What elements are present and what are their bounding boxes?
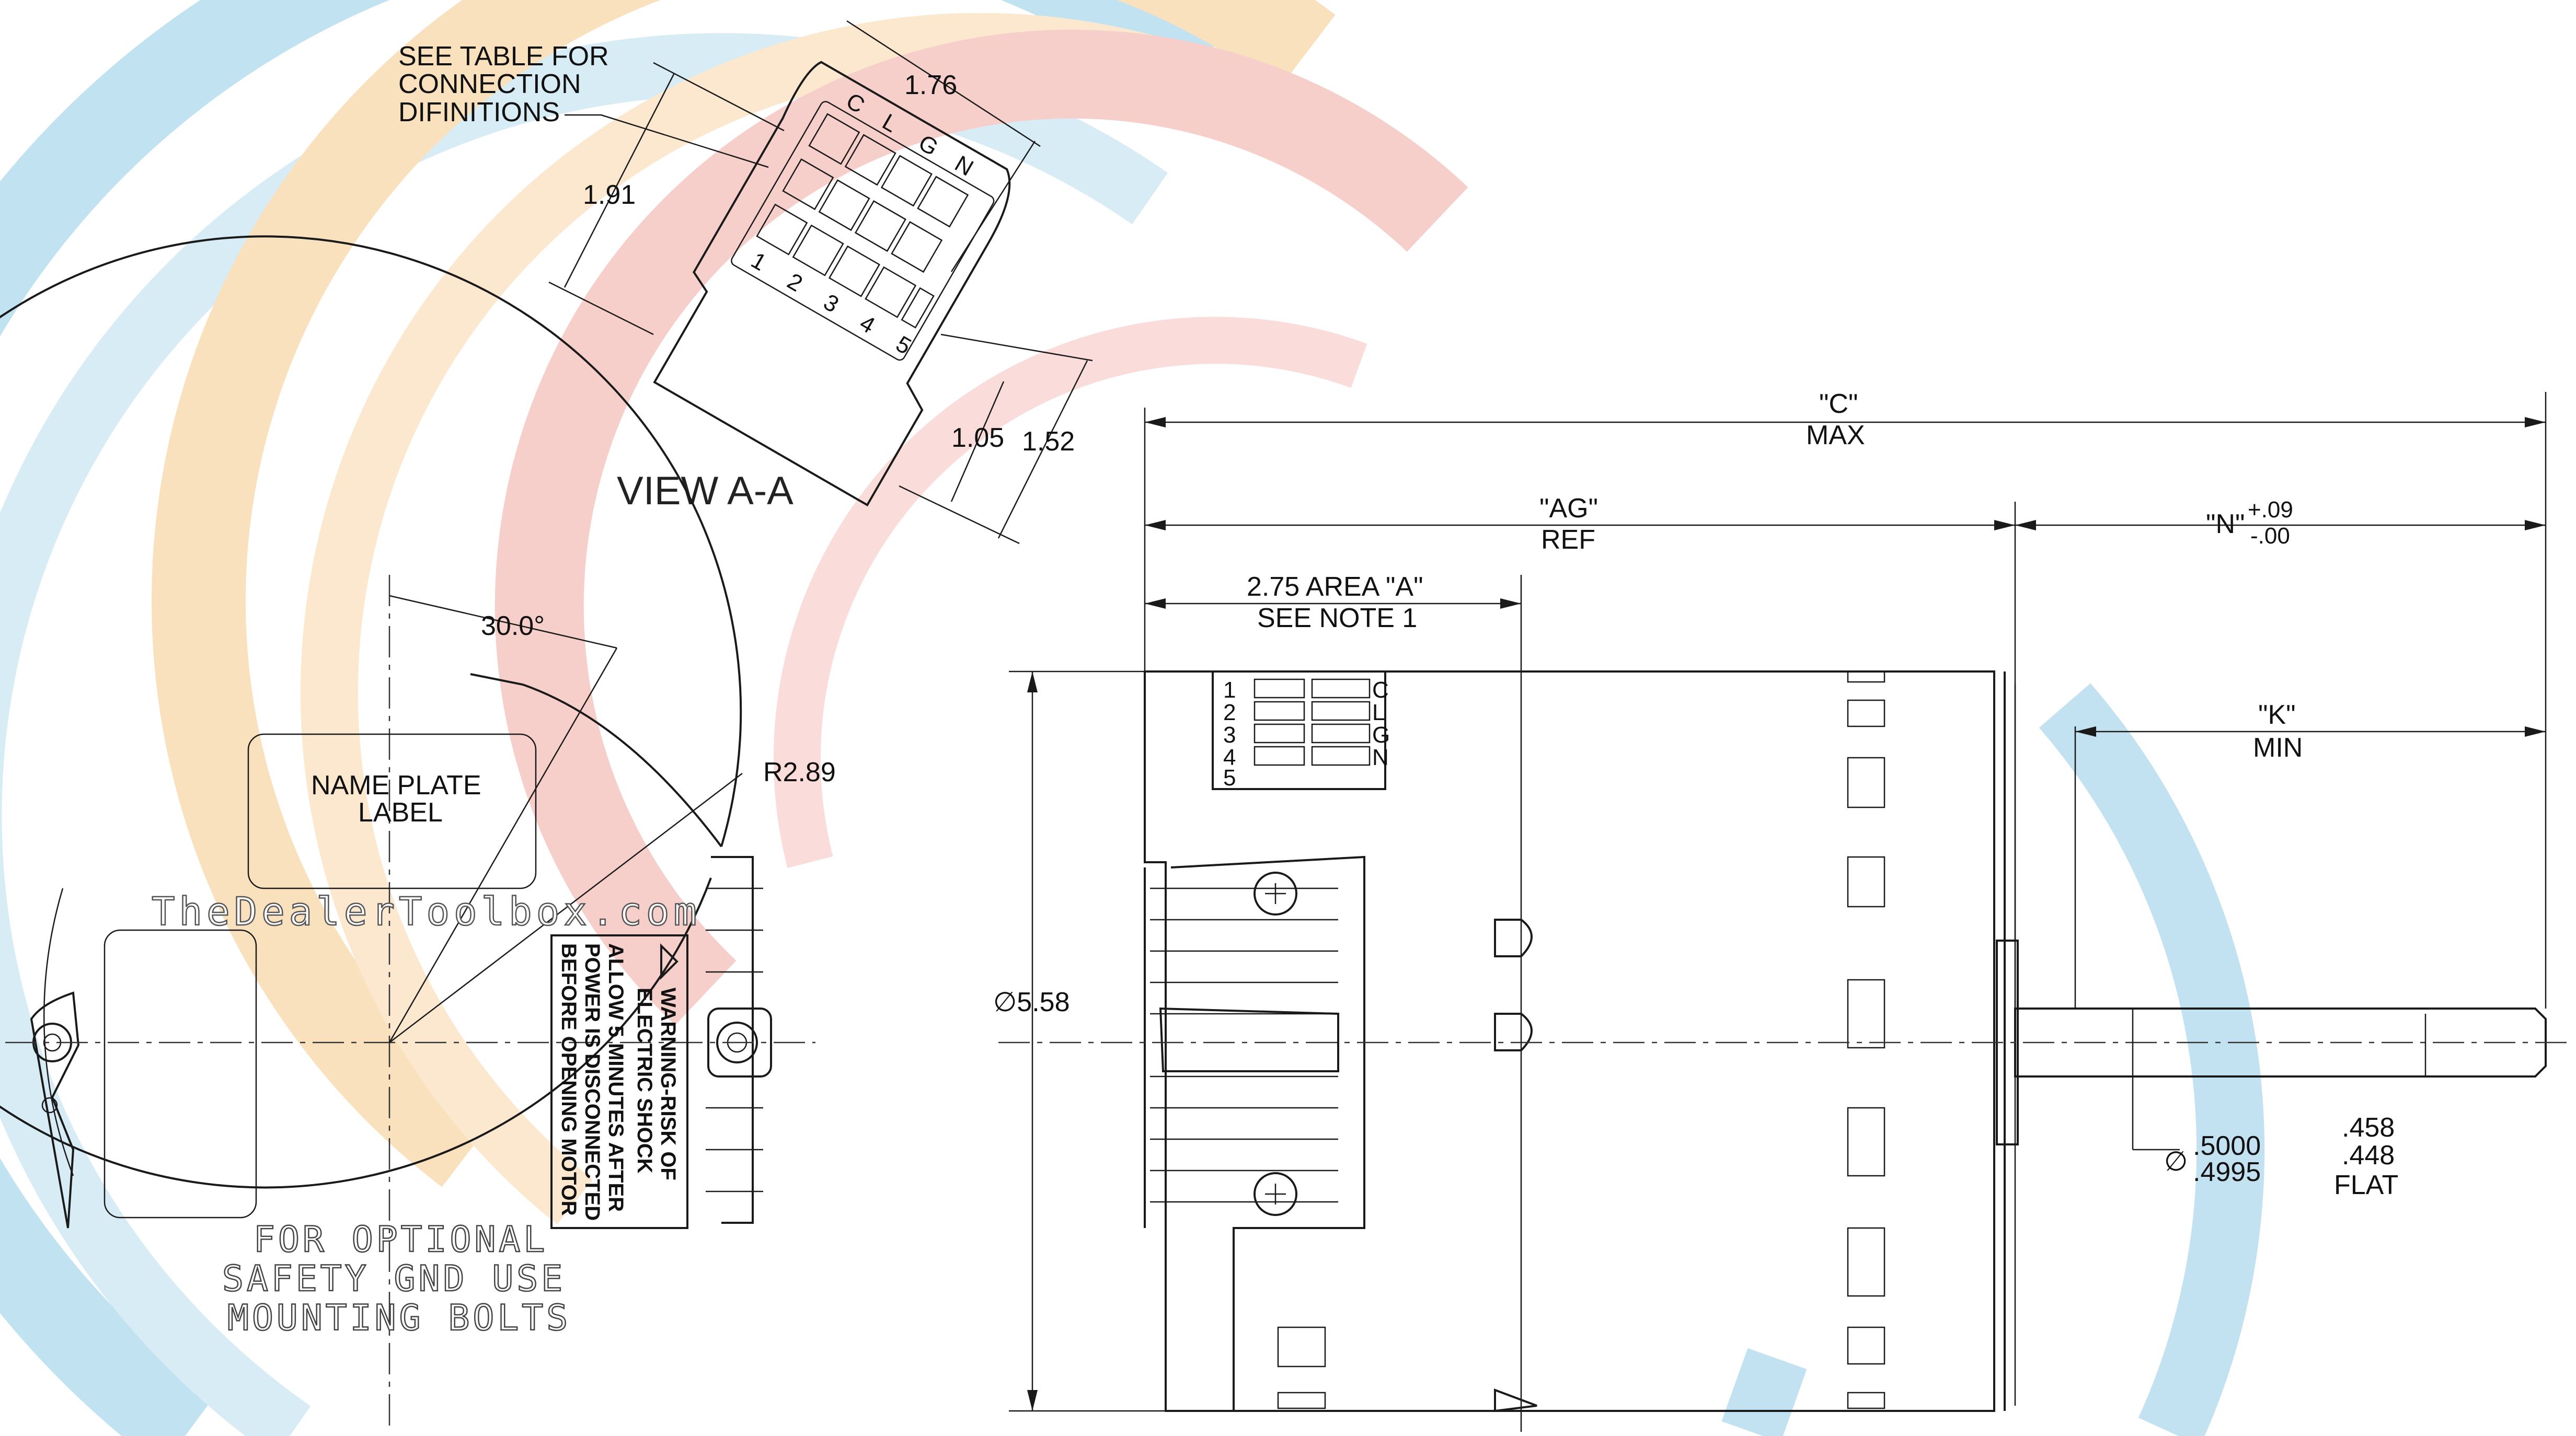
dim-ag-sub-label: REF <box>1541 525 1595 555</box>
name-plate-line-1: NAME PLATE <box>311 770 481 801</box>
connector-pin-grid <box>756 113 969 329</box>
body-diameter-label: ∅5.58 <box>993 987 1070 1017</box>
flat-max: .458 <box>2342 1113 2395 1143</box>
view-a-title: VIEW A-A <box>617 469 794 513</box>
warning-line-2: ELECTRIC SHOCK <box>633 988 656 1174</box>
screw-bottom-icon <box>1254 1172 1297 1216</box>
dim-n-tol-minus: -.00 <box>2250 523 2290 549</box>
warning-line-3: ALLOW 5 MINUTES AFTER <box>604 943 627 1212</box>
ground-note-line-2: SAFETY GND USE <box>222 1258 566 1300</box>
warning-line-1: WARNING-RISK OF <box>657 988 680 1180</box>
end-view-fins <box>706 856 772 1224</box>
table-note-line-2: CONNECTION <box>398 69 581 99</box>
side-connector-letter-c: C <box>1372 677 1389 703</box>
dim-offset-small-label: 1.05 <box>951 423 1004 453</box>
warning-label: WARNING-RISK OF ELECTRIC SHOCK ALLOW 5 M… <box>550 934 688 1229</box>
dim-n-tol-plus: +.09 <box>2248 497 2293 523</box>
connector-outline <box>653 61 1011 507</box>
shaft-diameter-min: .4995 <box>2193 1157 2261 1187</box>
motor-shaft <box>2014 1007 2547 1078</box>
warning-line-4: POWER IS DISCONNECTED <box>581 943 604 1221</box>
side-vents <box>1277 670 1885 1409</box>
connector-number-3: 3 <box>819 289 843 318</box>
side-connector-number-2: 2 <box>1223 700 1236 725</box>
warning-line-5: BEFORE OPENING MOTOR <box>557 943 580 1216</box>
dim-k-sub-label: MIN <box>2253 733 2303 763</box>
side-connector-number-4: 4 <box>1223 745 1236 770</box>
area-line-1: 2.75 AREA "A" <box>1247 572 1423 602</box>
watermark-text: TheDealerToolbox.com <box>152 889 701 934</box>
background-arcs <box>0 0 2265 1436</box>
dim-k-label: "K" <box>2258 700 2296 730</box>
connector-number-4: 4 <box>855 310 879 339</box>
side-connector-letter-l: L <box>1372 700 1385 725</box>
side-connector-number-1: 1 <box>1223 677 1236 703</box>
table-note-line-3: DIFINITIONS <box>398 97 560 128</box>
angle-label: 30.0° <box>481 611 545 641</box>
ground-note-line-1: FOR OPTIONAL <box>254 1219 548 1260</box>
side-connector-number-5: 5 <box>1223 765 1236 791</box>
area-line-2: SEE NOTE 1 <box>1257 603 1417 633</box>
dim-height-label: 1.91 <box>583 180 636 210</box>
ground-note-line-3: MOUNTING BOLTS <box>227 1298 571 1339</box>
dim-ag-label: "AG" <box>1539 493 1598 524</box>
side-view: 1 2 3 4 5 C L G N <box>993 389 2572 1432</box>
flat-min: .448 <box>2342 1140 2395 1171</box>
name-plate-line-2: LABEL <box>358 797 443 828</box>
screw-top-icon <box>1254 872 1297 916</box>
end-view-outline <box>0 235 742 1189</box>
side-connector: 1 2 3 4 5 C L G N <box>1212 670 1390 791</box>
end-view: NAME PLATE LABEL WARNING-RISK OF ELECTRI… <box>0 235 836 1432</box>
side-connector-number-3: 3 <box>1223 722 1236 748</box>
dim-offset-large-label: 1.52 <box>1022 426 1075 457</box>
dim-c-sub-label: MAX <box>1806 420 1865 450</box>
dim-width-label: 1.76 <box>904 70 957 100</box>
motor-body-outline <box>1144 670 1995 1412</box>
shaft-diameter-max: .5000 <box>2193 1131 2261 1161</box>
side-connector-letter-g: G <box>1372 722 1390 748</box>
side-connector-letter-n: N <box>1372 745 1389 770</box>
motor-fins <box>1144 867 1339 1228</box>
radius-label: R2.89 <box>763 757 836 788</box>
flat-label: FLAT <box>2334 1170 2398 1200</box>
table-note-line-1: SEE TABLE FOR <box>398 41 609 72</box>
dim-n-label: "N" <box>2206 509 2245 539</box>
name-plate-area <box>247 733 537 889</box>
shaft-diameter-symbol: ∅ <box>2164 1147 2188 1177</box>
connector-number-1: 1 <box>747 247 771 276</box>
dim-c-label: "C" <box>1819 389 1858 419</box>
connector-number-2: 2 <box>783 268 807 297</box>
connector-letter-n: N <box>950 150 978 181</box>
